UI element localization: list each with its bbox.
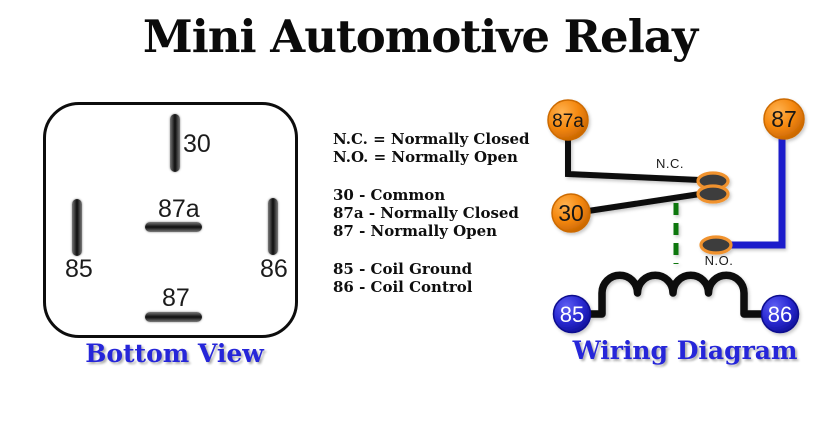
pin-slot-87: [145, 312, 202, 322]
page-title: Mini Automotive Relay: [142, 10, 698, 63]
bottom-view-caption: Bottom View: [85, 339, 264, 368]
legend-line-87a: 87a - Normally Closed: [333, 204, 519, 222]
legend-line-nc: N.C. = Normally Closed: [333, 130, 530, 148]
legend-abbreviations: N.C. = Normally Closed N.O. = Normally O…: [333, 130, 548, 166]
terminal-30: 30: [551, 193, 591, 233]
legend-contact-pins: 30 - Common 87a - Normally Closed 87 - N…: [333, 186, 548, 240]
no-contact: [699, 235, 733, 255]
pin-label-87: 87: [162, 284, 190, 312]
legend-line-no: N.O. = Normally Open: [333, 148, 518, 166]
wire-no-contact-to-87: [730, 139, 786, 249]
terminal-30-label: 30: [558, 200, 584, 226]
pin-label-85: 85: [65, 255, 93, 283]
pin-label-87a: 87a: [158, 195, 200, 223]
terminal-85-circle: [552, 294, 592, 334]
coil-symbol: [587, 271, 765, 318]
wiring-diagram-caption: Wiring Diagram: [572, 336, 798, 365]
terminal-86: 86: [760, 294, 800, 334]
terminal-86-label: 86: [768, 302, 792, 327]
nc-label: N.C.: [656, 156, 684, 171]
wire-30-to-armature: [587, 191, 701, 214]
relay-body-outline: 30 87a 85 86 87: [43, 102, 298, 338]
legend: N.C. = Normally Closed N.O. = Normally O…: [333, 130, 548, 316]
terminal-85: 85: [552, 294, 592, 334]
pin-label-30: 30: [183, 130, 211, 158]
pin-slot-86: [268, 198, 278, 255]
terminal-85-label: 85: [560, 302, 584, 327]
no-label: N.O.: [705, 253, 734, 268]
pin-label-86: 86: [260, 255, 288, 283]
wiring-diagram: 87a 87 30 85 86 N.C. N.O.: [547, 98, 805, 334]
pin-slot-85: [72, 199, 82, 256]
terminal-87a-circle: [547, 99, 589, 141]
armature-contact: [696, 184, 730, 204]
terminal-87-circle: [763, 98, 805, 140]
legend-coil-pins: 85 - Coil Ground 86 - Coil Control: [333, 260, 548, 296]
legend-line-30: 30 - Common: [333, 186, 446, 204]
terminal-87a-label: 87a: [552, 111, 584, 132]
terminal-87: 87: [763, 98, 805, 140]
pin-slot-87a: [145, 222, 202, 232]
terminal-87-label: 87: [771, 106, 797, 132]
terminal-86-circle: [760, 294, 800, 334]
terminal-30-circle: [551, 193, 591, 233]
wire-87a-to-nc-contact: [565, 139, 701, 183]
legend-line-86: 86 - Coil Control: [333, 278, 473, 296]
terminal-87a: 87a: [547, 99, 589, 141]
legend-line-87: 87 - Normally Open: [333, 222, 498, 240]
legend-line-85: 85 - Coil Ground: [333, 260, 473, 278]
pin-slot-30: [170, 114, 180, 172]
